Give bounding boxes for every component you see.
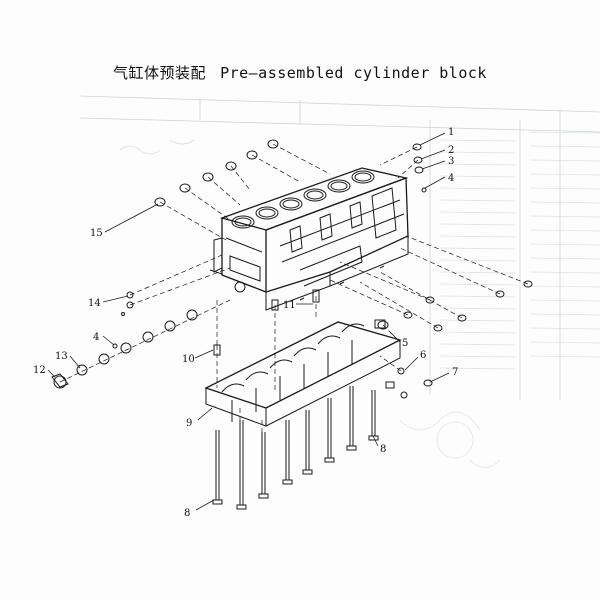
callout-4-top: 4	[448, 173, 454, 184]
bearing-cap-frame	[204, 319, 402, 427]
callout-2: 2	[448, 145, 454, 156]
callout-11: 11	[283, 300, 296, 311]
callout-5: 5	[402, 338, 408, 349]
callout-4-left: 4	[93, 332, 99, 343]
assembly-dash-lines	[59, 143, 529, 432]
title-chinese: 气缸体预装配	[113, 64, 207, 82]
callout-3: 3	[448, 156, 454, 167]
camshaft-bushings	[51, 291, 198, 389]
callout-15: 15	[90, 228, 103, 239]
right-side-plugs	[377, 280, 533, 399]
callout-6: 6	[420, 350, 426, 361]
callout-1: 1	[448, 127, 454, 138]
cylinder-block	[209, 167, 409, 311]
callout-12: 12	[33, 365, 46, 376]
top-plugs	[154, 139, 427, 207]
ghost-table-background	[79, 95, 600, 468]
dowel-pins	[213, 289, 320, 356]
callout-numbers: 1 2 3 4 15 14 4 13 12 10 11 9 8 8 5 6 7	[33, 127, 458, 519]
page-title: 气缸体预装配 Pre—assembled cylinder block	[0, 62, 600, 83]
callout-10: 10	[182, 354, 195, 365]
title-english: Pre—assembled cylinder block	[220, 64, 487, 82]
callout-14: 14	[88, 298, 101, 309]
callout-13: 13	[55, 351, 68, 362]
callout-8-bottom: 8	[184, 508, 190, 519]
main-bearing-bolts	[212, 386, 379, 510]
callout-7: 7	[452, 367, 458, 378]
callout-9: 9	[186, 418, 192, 429]
drawing-lines	[47, 132, 533, 511]
callout-8-right: 8	[380, 444, 386, 455]
leader-lines	[47, 132, 450, 511]
